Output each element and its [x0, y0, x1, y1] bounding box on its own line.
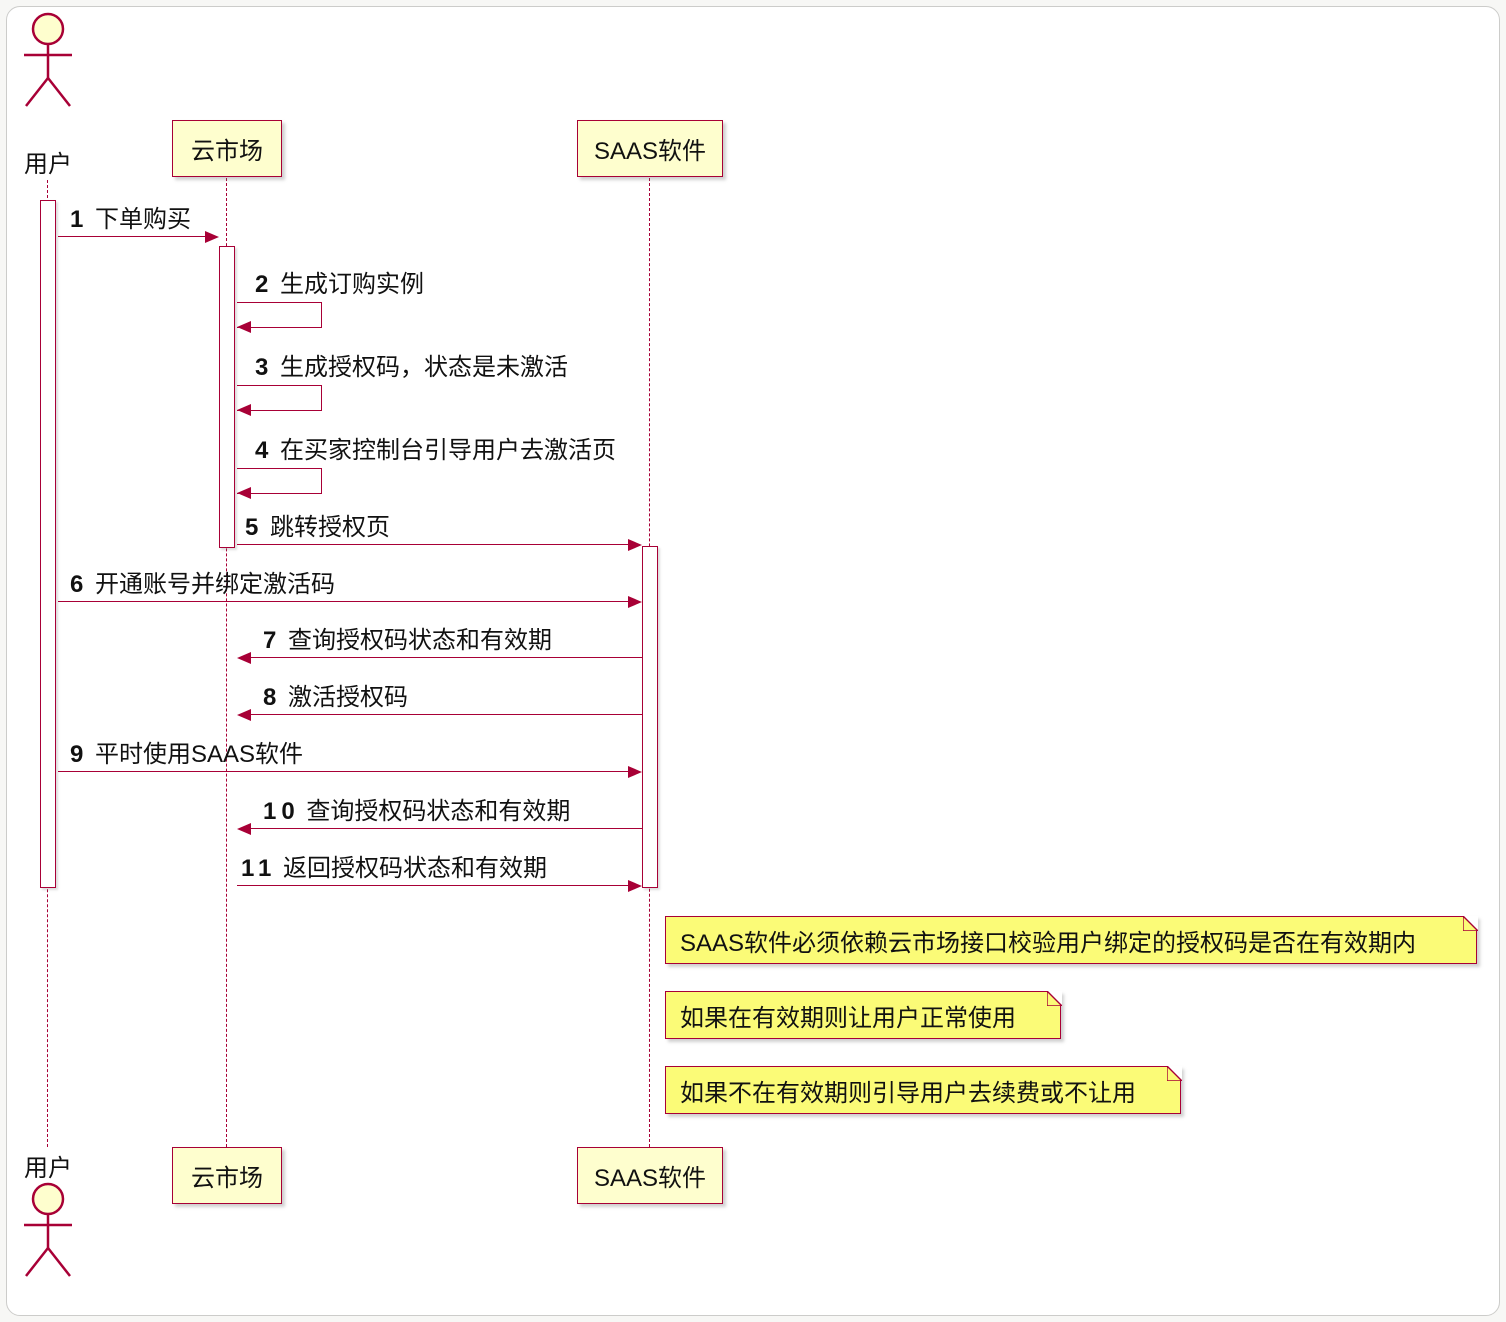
message-11-line	[237, 885, 629, 886]
note-3-text: 如果不在有效期则引导用户去续费或不让用	[680, 1079, 1136, 1107]
message-11-arrowhead	[628, 880, 642, 892]
participant-saas-bottom: SAAS软件	[577, 1147, 723, 1204]
message-9-arrowhead	[628, 766, 642, 778]
message-1-label: 1 下单购买	[70, 206, 192, 233]
message-6-arrowhead	[628, 596, 642, 608]
message-6-label: 6 开通账号并绑定激活码	[70, 571, 336, 598]
note-2-text: 如果在有效期则让用户正常使用	[680, 1004, 1016, 1032]
message-4-label: 4 在买家控制台引导用户去激活页	[255, 437, 617, 464]
note-3: 如果不在有效期则引导用户去续费或不让用	[665, 1065, 1182, 1114]
message-7-label: 7 查询授权码状态和有效期	[263, 627, 553, 654]
message-10-arrowhead	[237, 823, 251, 835]
message-1-arrowhead	[205, 231, 219, 243]
message-8-arrowhead	[237, 709, 251, 721]
diagram-panel	[6, 6, 1500, 1316]
message-8-label: 8 激活授权码	[263, 684, 409, 711]
message-1-line	[58, 236, 206, 237]
note-1-text: SAAS软件必须依赖云市场接口校验用户绑定的授权码是否在有效期内	[680, 929, 1417, 957]
message-7-arrowhead	[237, 652, 251, 664]
message-4-arrowhead	[237, 487, 251, 499]
message-10-line	[250, 828, 642, 829]
note-fold-icon	[1166, 1065, 1182, 1081]
message-10-label: 10 查询授权码状态和有效期	[263, 798, 571, 825]
participant-market-bottom: 云市场	[172, 1147, 282, 1204]
message-11-label: 11 返回授权码状态和有效期	[241, 855, 548, 882]
activation-saas	[642, 546, 658, 888]
participant-market-top: 云市场	[172, 120, 282, 177]
activation-market	[219, 246, 235, 548]
message-2-arrowhead	[237, 321, 251, 333]
message-2-label: 2 生成订购实例	[255, 271, 425, 298]
note-fold-icon	[1046, 990, 1062, 1006]
message-7-line	[250, 657, 642, 658]
activation-user	[40, 200, 56, 888]
note-1: SAAS软件必须依赖云市场接口校验用户绑定的授权码是否在有效期内	[665, 915, 1478, 964]
message-3-label: 3 生成授权码，状态是未激活	[255, 354, 569, 381]
message-6-line	[58, 601, 629, 602]
message-9-line	[58, 771, 629, 772]
participant-saas-top: SAAS软件	[577, 120, 723, 177]
message-5-arrowhead	[628, 539, 642, 551]
message-2-selfloop	[237, 302, 322, 328]
message-8-line	[250, 714, 642, 715]
actor-user-top-icon	[16, 12, 80, 117]
message-5-line	[237, 544, 629, 545]
lifeline-market	[226, 178, 227, 1147]
message-3-arrowhead	[237, 404, 251, 416]
note-2: 如果在有效期则让用户正常使用	[665, 990, 1062, 1039]
message-5-label: 5 跳转授权页	[245, 514, 391, 541]
actor-user-bottom-icon	[16, 1182, 80, 1287]
note-fold-icon	[1462, 915, 1478, 931]
message-3-selfloop	[237, 385, 322, 411]
message-4-selfloop	[237, 468, 322, 494]
message-9-label: 9 平时使用SAAS软件	[70, 741, 304, 768]
actor-user-top-label: 用户	[24, 151, 72, 178]
actor-user-bottom-label: 用户	[24, 1155, 72, 1182]
